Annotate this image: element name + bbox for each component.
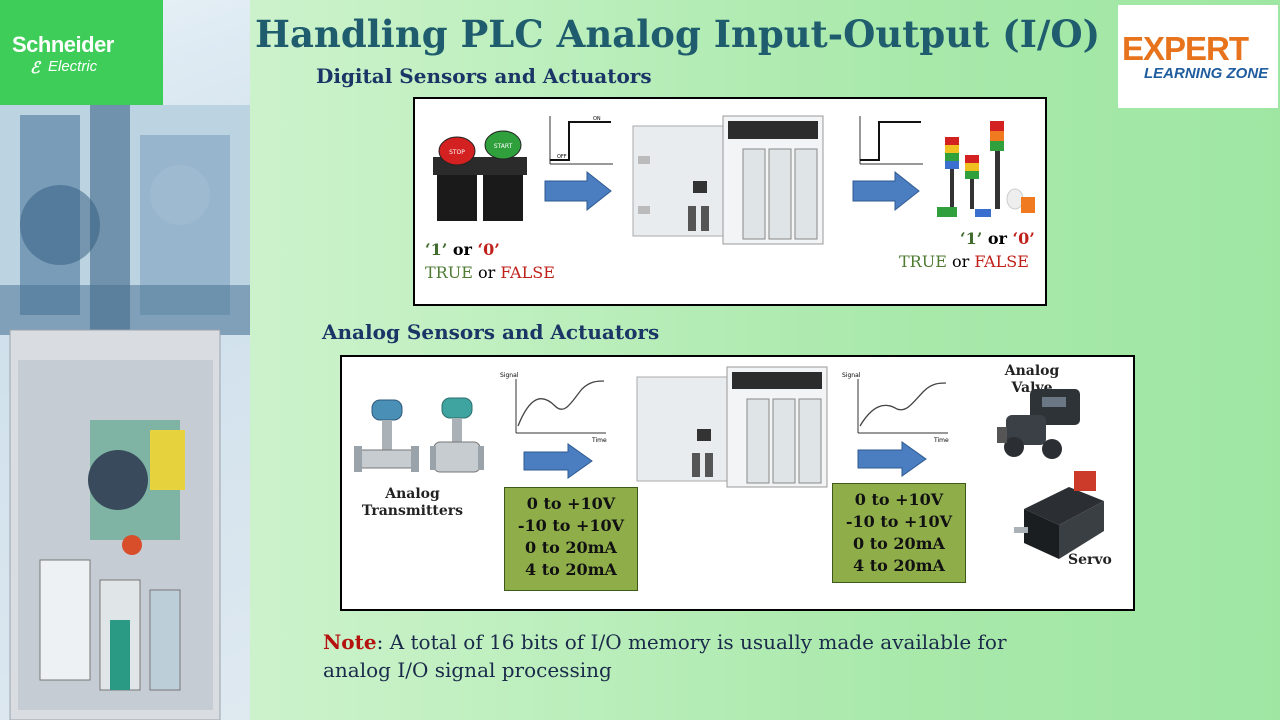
analog-transmitters-label: Analog Transmitters bbox=[360, 486, 465, 520]
transmitters-line-2: Transmitters bbox=[361, 503, 464, 519]
input-range-3: 0 to 20mA bbox=[525, 538, 617, 557]
digital-input-arrow-icon bbox=[544, 170, 612, 212]
digital-output-true: TRUE bbox=[899, 252, 947, 271]
note-line-1: : A total of 16 bits of I/O memory is us… bbox=[376, 630, 1007, 654]
analog-plc-controller-image bbox=[636, 366, 828, 488]
schneider-logo-mark: ℰ bbox=[30, 60, 40, 77]
analog-input-arrow-icon bbox=[523, 443, 593, 479]
digital-heading: Digital Sensors and Actuators bbox=[316, 64, 652, 88]
signal-off-label: OFF bbox=[557, 154, 567, 160]
left-decorative-panel bbox=[0, 0, 250, 720]
note-label: Note bbox=[323, 630, 377, 654]
input-graph-y-label: Signal bbox=[500, 372, 519, 379]
schneider-electric-logo: Schneider ℰ Electric bbox=[0, 0, 163, 105]
signal-tower-lights-icon bbox=[937, 121, 1035, 217]
push-buttons-icon: STOP START bbox=[433, 130, 527, 221]
schneider-logo-sub: Electric bbox=[48, 58, 98, 75]
start-button-label: START bbox=[494, 143, 513, 150]
digital-input-one: ‘1’ bbox=[425, 240, 448, 259]
digital-output-bool-line: TRUE or FALSE bbox=[899, 252, 1029, 271]
transmitters-line-1: Analog bbox=[385, 486, 440, 502]
digital-output-quote-line: ‘1’ or ‘0’ bbox=[960, 229, 1035, 248]
digital-output-signal-graph bbox=[859, 116, 923, 165]
analog-diagram-box: Analog Transmitters Signal Time 0 to +10… bbox=[340, 355, 1135, 611]
output-range-1: 0 to +10V bbox=[854, 490, 944, 509]
input-range-1: 0 to +10V bbox=[526, 494, 616, 513]
digital-input-bool-line: TRUE or FALSE bbox=[425, 263, 555, 282]
industrial-plant-photo bbox=[0, 105, 250, 335]
note-text: Note: A total of 16 bits of I/O memory i… bbox=[323, 628, 1007, 684]
valve-line-1: Analog bbox=[1004, 363, 1060, 379]
digital-output-one: ‘1’ bbox=[960, 229, 983, 248]
expert-logo-main: EXPERT bbox=[1122, 30, 1249, 67]
signal-on-label: ON bbox=[593, 116, 601, 122]
input-range-2: -10 to +10V bbox=[517, 516, 625, 535]
expert-learning-zone-logo: EXPERT LEARNING ZONE bbox=[1118, 5, 1278, 108]
hmi-screen-image bbox=[9, 329, 221, 720]
analog-heading: Analog Sensors and Actuators bbox=[322, 320, 660, 344]
digital-diagram-box: STOP START ‘1’ or ‘0’ TRUE or FALSE ON O… bbox=[413, 97, 1047, 306]
digital-input-signal-graph: ON OFF bbox=[549, 116, 613, 165]
digital-input-true: TRUE bbox=[425, 263, 473, 282]
plc-controller-image bbox=[632, 115, 824, 245]
digital-input-or-2: or bbox=[472, 263, 501, 282]
input-range-4: 4 to 20mA bbox=[525, 560, 617, 579]
expert-logo-sub: LEARNING ZONE bbox=[1144, 65, 1269, 82]
digital-input-zero: ‘0’ bbox=[477, 240, 500, 259]
analog-output-arrow-icon bbox=[857, 441, 927, 477]
digital-output-false: FALSE bbox=[974, 252, 1029, 271]
digital-input-quote-line: ‘1’ or ‘0’ bbox=[425, 240, 500, 259]
analog-valve-icon bbox=[997, 389, 1080, 459]
note-line-2: analog I/O signal processing bbox=[323, 658, 612, 682]
schneider-logo-name: Schneider bbox=[12, 32, 114, 57]
stop-button-label: STOP bbox=[449, 149, 465, 156]
digital-output-or: or bbox=[982, 229, 1013, 248]
output-graph-x-label: Time bbox=[933, 437, 949, 444]
digital-output-arrow-icon bbox=[852, 170, 920, 212]
output-range-2: -10 to +10V bbox=[845, 512, 953, 531]
slide-title: Handling PLC Analog Input-Output (I/O) bbox=[255, 12, 1101, 56]
servo-motor-icon bbox=[1014, 471, 1104, 559]
output-range-4: 4 to 20mA bbox=[853, 556, 945, 575]
analog-output-range-box: 0 to +10V -10 to +10V 0 to 20mA 4 to 20m… bbox=[832, 483, 966, 583]
digital-output-or-2: or bbox=[946, 252, 975, 271]
digital-input-false: FALSE bbox=[500, 263, 555, 282]
analog-output-signal-graph: Signal Time bbox=[842, 372, 949, 444]
input-graph-x-label: Time bbox=[591, 437, 607, 444]
analog-transmitters-icon bbox=[354, 397, 484, 473]
output-range-3: 0 to 20mA bbox=[853, 534, 945, 553]
digital-output-zero: ‘0’ bbox=[1012, 229, 1035, 248]
digital-input-or: or bbox=[447, 240, 478, 259]
analog-input-signal-graph: Signal Time bbox=[500, 372, 607, 444]
servo-label: Servo bbox=[1068, 552, 1112, 568]
output-graph-y-label: Signal bbox=[842, 372, 861, 379]
analog-input-range-box: 0 to +10V -10 to +10V 0 to 20mA 4 to 20m… bbox=[504, 487, 638, 591]
